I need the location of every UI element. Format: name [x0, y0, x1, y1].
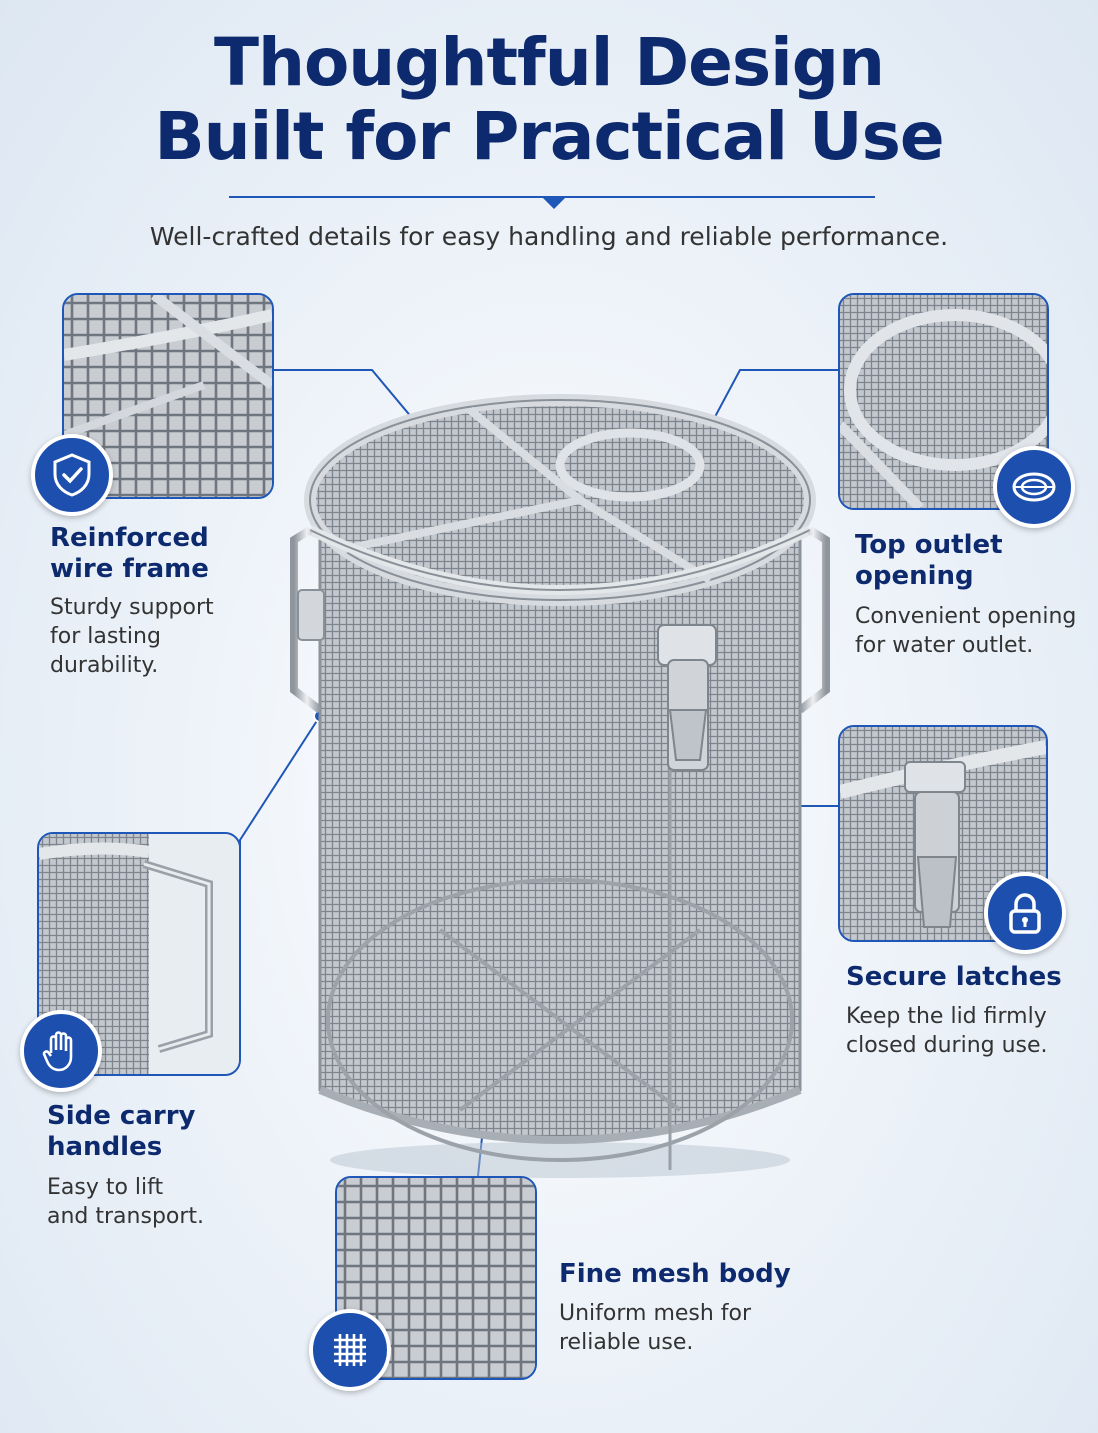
feature-title-top-outlet: Top outlet opening: [855, 530, 1075, 592]
feature-desc-top-outlet: Convenient opening for water outlet.: [855, 602, 1095, 660]
feature-desc-mesh: Uniform mesh for reliable use.: [559, 1299, 819, 1357]
feature-desc-line: Sturdy support: [50, 595, 214, 620]
feature-desc-line: for lasting: [50, 624, 161, 649]
feature-desc-line: Uniform mesh for: [559, 1301, 752, 1326]
feature-title-line: Fine mesh body: [559, 1259, 791, 1289]
feature-desc-line: Keep the lid firmly: [846, 1004, 1047, 1029]
feature-desc-line: and transport.: [47, 1204, 205, 1229]
feature-desc-line: Convenient opening: [855, 604, 1077, 629]
inset-top-outlet: [838, 293, 1049, 510]
feature-desc-line: closed during use.: [846, 1033, 1048, 1058]
title-line-2: Built for Practical Use: [154, 98, 944, 175]
feature-title-wire-frame: Reinforced wire frame: [50, 523, 270, 585]
feature-title-line: Reinforced: [50, 523, 209, 553]
feature-title-mesh: Fine mesh body: [559, 1259, 819, 1290]
page-subtitle: Well-crafted details for easy handling a…: [149, 222, 949, 251]
water-outlet-icon: [993, 446, 1075, 528]
feature-title-line: Side carry: [47, 1101, 196, 1131]
title-divider: [229, 196, 875, 198]
mesh-basket-illustration: [290, 394, 830, 1178]
feature-desc-line: for water outlet.: [855, 633, 1034, 658]
feature-desc-latches: Keep the lid firmly closed during use.: [846, 1002, 1086, 1060]
feature-desc-line: Easy to lift: [47, 1175, 164, 1200]
feature-desc-line: reliable use.: [559, 1330, 694, 1355]
inset-wire-frame: [62, 293, 274, 499]
feature-title-line: wire frame: [50, 554, 209, 584]
feature-title-line: Top outlet: [855, 530, 1003, 560]
feature-title-latches: Secure latches: [846, 962, 1086, 993]
feature-desc-wire-frame: Sturdy support for lasting durability.: [50, 593, 270, 680]
lock-icon: [984, 872, 1066, 954]
title-line-1: Thoughtful Design: [213, 24, 885, 101]
feature-title-handles: Side carry handles: [47, 1101, 267, 1163]
feature-desc-handles: Easy to lift and transport.: [47, 1173, 267, 1231]
page-title: Thoughtful Design Built for Practical Us…: [0, 26, 1098, 174]
shield-check-icon: [31, 434, 113, 516]
grid-mesh-icon: [309, 1309, 391, 1391]
feature-title-line: Secure latches: [846, 962, 1062, 992]
title-divider-notch: [543, 198, 565, 209]
feature-title-line: handles: [47, 1132, 163, 1162]
hand-icon: [20, 1010, 102, 1092]
feature-title-line: opening: [855, 561, 974, 591]
feature-desc-line: durability.: [50, 653, 159, 678]
